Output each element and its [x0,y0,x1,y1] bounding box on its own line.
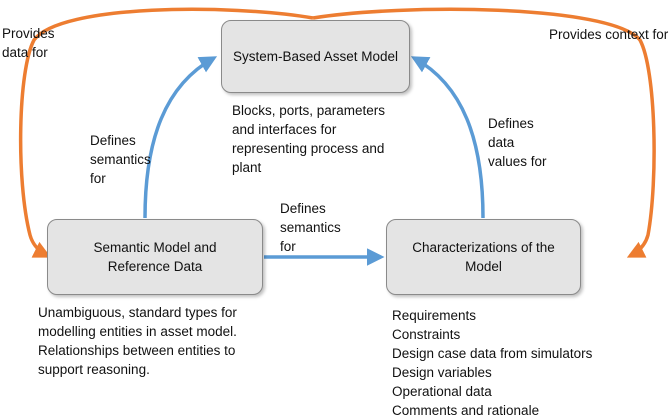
arrow-defines-semantics-up [143,56,218,219]
description-characterizations-line-3: Design case data from simulators [392,346,593,361]
arrow-defines-data-values-up [410,56,485,219]
label-defines-semantics-bottom-line-1: Defines [280,201,326,216]
description-semantic-model-line-3: Relationships between entities to [38,343,236,358]
description-characterizations-line-4: Design variables [392,365,492,380]
description-semantic-model-line-4: support reasoning. [38,362,150,377]
label-provides-data-for-line-1: Provides [2,26,55,41]
node-semantic-model: Semantic Model and Reference Data [47,219,263,295]
description-semantic-model-line-1: Unambiguous, standard types for [38,305,237,320]
label-defines-semantics-bottom-line-3: for [280,239,296,254]
label-defines-data-values-line-2: data [488,135,515,150]
label-defines-semantics-left-line-3: for [90,171,106,186]
description-semantic-model: Unambiguous, standard types for modellin… [38,303,237,379]
label-provides-data-for-line-2: data for [2,45,48,60]
label-defines-semantics-left-line-2: semantics [90,152,151,167]
arrow-provides-data-for [18,7,314,258]
diagram-canvas: System-Based Asset Model Semantic Model … [2,7,669,418]
arrow-provides-context-for [312,7,656,258]
node-semantic-model-line-1: Semantic Model and [93,240,217,255]
arrows-layer [18,7,656,266]
label-defines-semantics-left: Defines semantics for [90,131,151,188]
label-provides-data-for: Provides data for [2,24,55,62]
description-system-model-line-4: plant [232,160,262,175]
description-characterizations-line-1: Requirements [392,308,477,323]
description-system-model-line-2: and interfaces for [232,122,337,137]
description-system-model: Blocks, ports, parameters and interfaces… [232,101,385,177]
node-characterizations-line-2: Model [465,259,502,274]
label-defines-semantics-bottom: Defines semantics for [280,199,341,256]
label-defines-semantics-left-line-1: Defines [90,133,136,148]
node-characterizations: Characterizations of the Model [386,219,581,295]
node-characterizations-line-1: Characterizations of the [412,240,555,255]
label-provides-context-for: Provides context for [549,27,669,42]
node-system-model-label: System-Based Asset Model [232,49,399,64]
description-characterizations-line-5: Operational data [392,384,492,399]
label-defines-data-values-line-3: values for [488,154,547,169]
label-defines-semantics-bottom-line-2: semantics [280,220,341,235]
node-system-based-asset-model: System-Based Asset Model [221,20,410,93]
description-system-model-line-3: representing process and [232,141,385,156]
description-characterizations-line-2: Constraints [392,327,461,342]
description-semantic-model-line-2: modelling entities in asset model. [38,324,237,339]
node-semantic-model-line-2: Reference Data [107,259,203,274]
label-defines-data-values-for: Defines data values for [488,114,547,171]
label-defines-data-values-line-1: Defines [488,116,534,131]
description-characterizations: Requirements Constraints Design case dat… [392,306,592,420]
description-system-model-line-1: Blocks, ports, parameters [232,103,386,118]
